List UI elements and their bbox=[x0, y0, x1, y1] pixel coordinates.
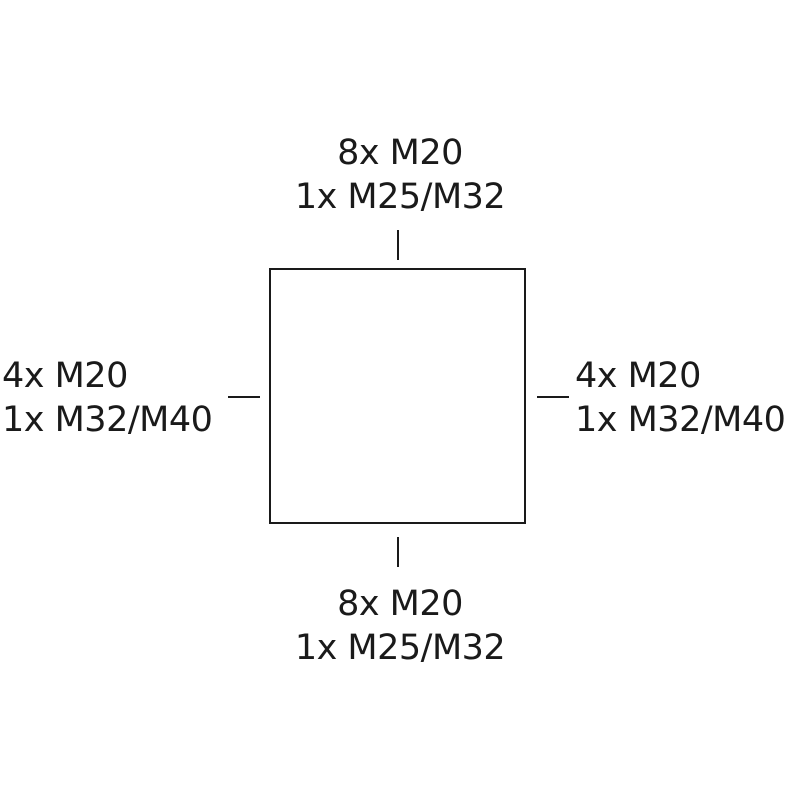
top-side-marker bbox=[397, 230, 399, 260]
bottom-entries-line-1: 8x M20 bbox=[337, 584, 463, 624]
bottom-entries-label: 8x M20 1x M25/M32 bbox=[260, 582, 540, 670]
left-side-marker bbox=[228, 396, 260, 398]
right-side-marker bbox=[537, 396, 569, 398]
top-entries-line-2: 1x M25/M32 bbox=[294, 177, 506, 217]
bottom-entries-line-2: 1x M25/M32 bbox=[294, 628, 506, 668]
enclosure-outline bbox=[269, 268, 526, 524]
left-entries-line-1: 4x M20 bbox=[2, 356, 128, 396]
left-entries-line-2: 1x M32/M40 bbox=[2, 400, 213, 440]
top-entries-label: 8x M20 1x M25/M32 bbox=[260, 131, 540, 219]
right-entries-label: 4x M20 1x M32/M40 bbox=[575, 354, 786, 442]
left-entries-label: 4x M20 1x M32/M40 bbox=[2, 354, 213, 442]
right-entries-line-2: 1x M32/M40 bbox=[575, 400, 786, 440]
right-entries-line-1: 4x M20 bbox=[575, 356, 701, 396]
bottom-side-marker bbox=[397, 537, 399, 567]
top-entries-line-1: 8x M20 bbox=[337, 133, 463, 173]
